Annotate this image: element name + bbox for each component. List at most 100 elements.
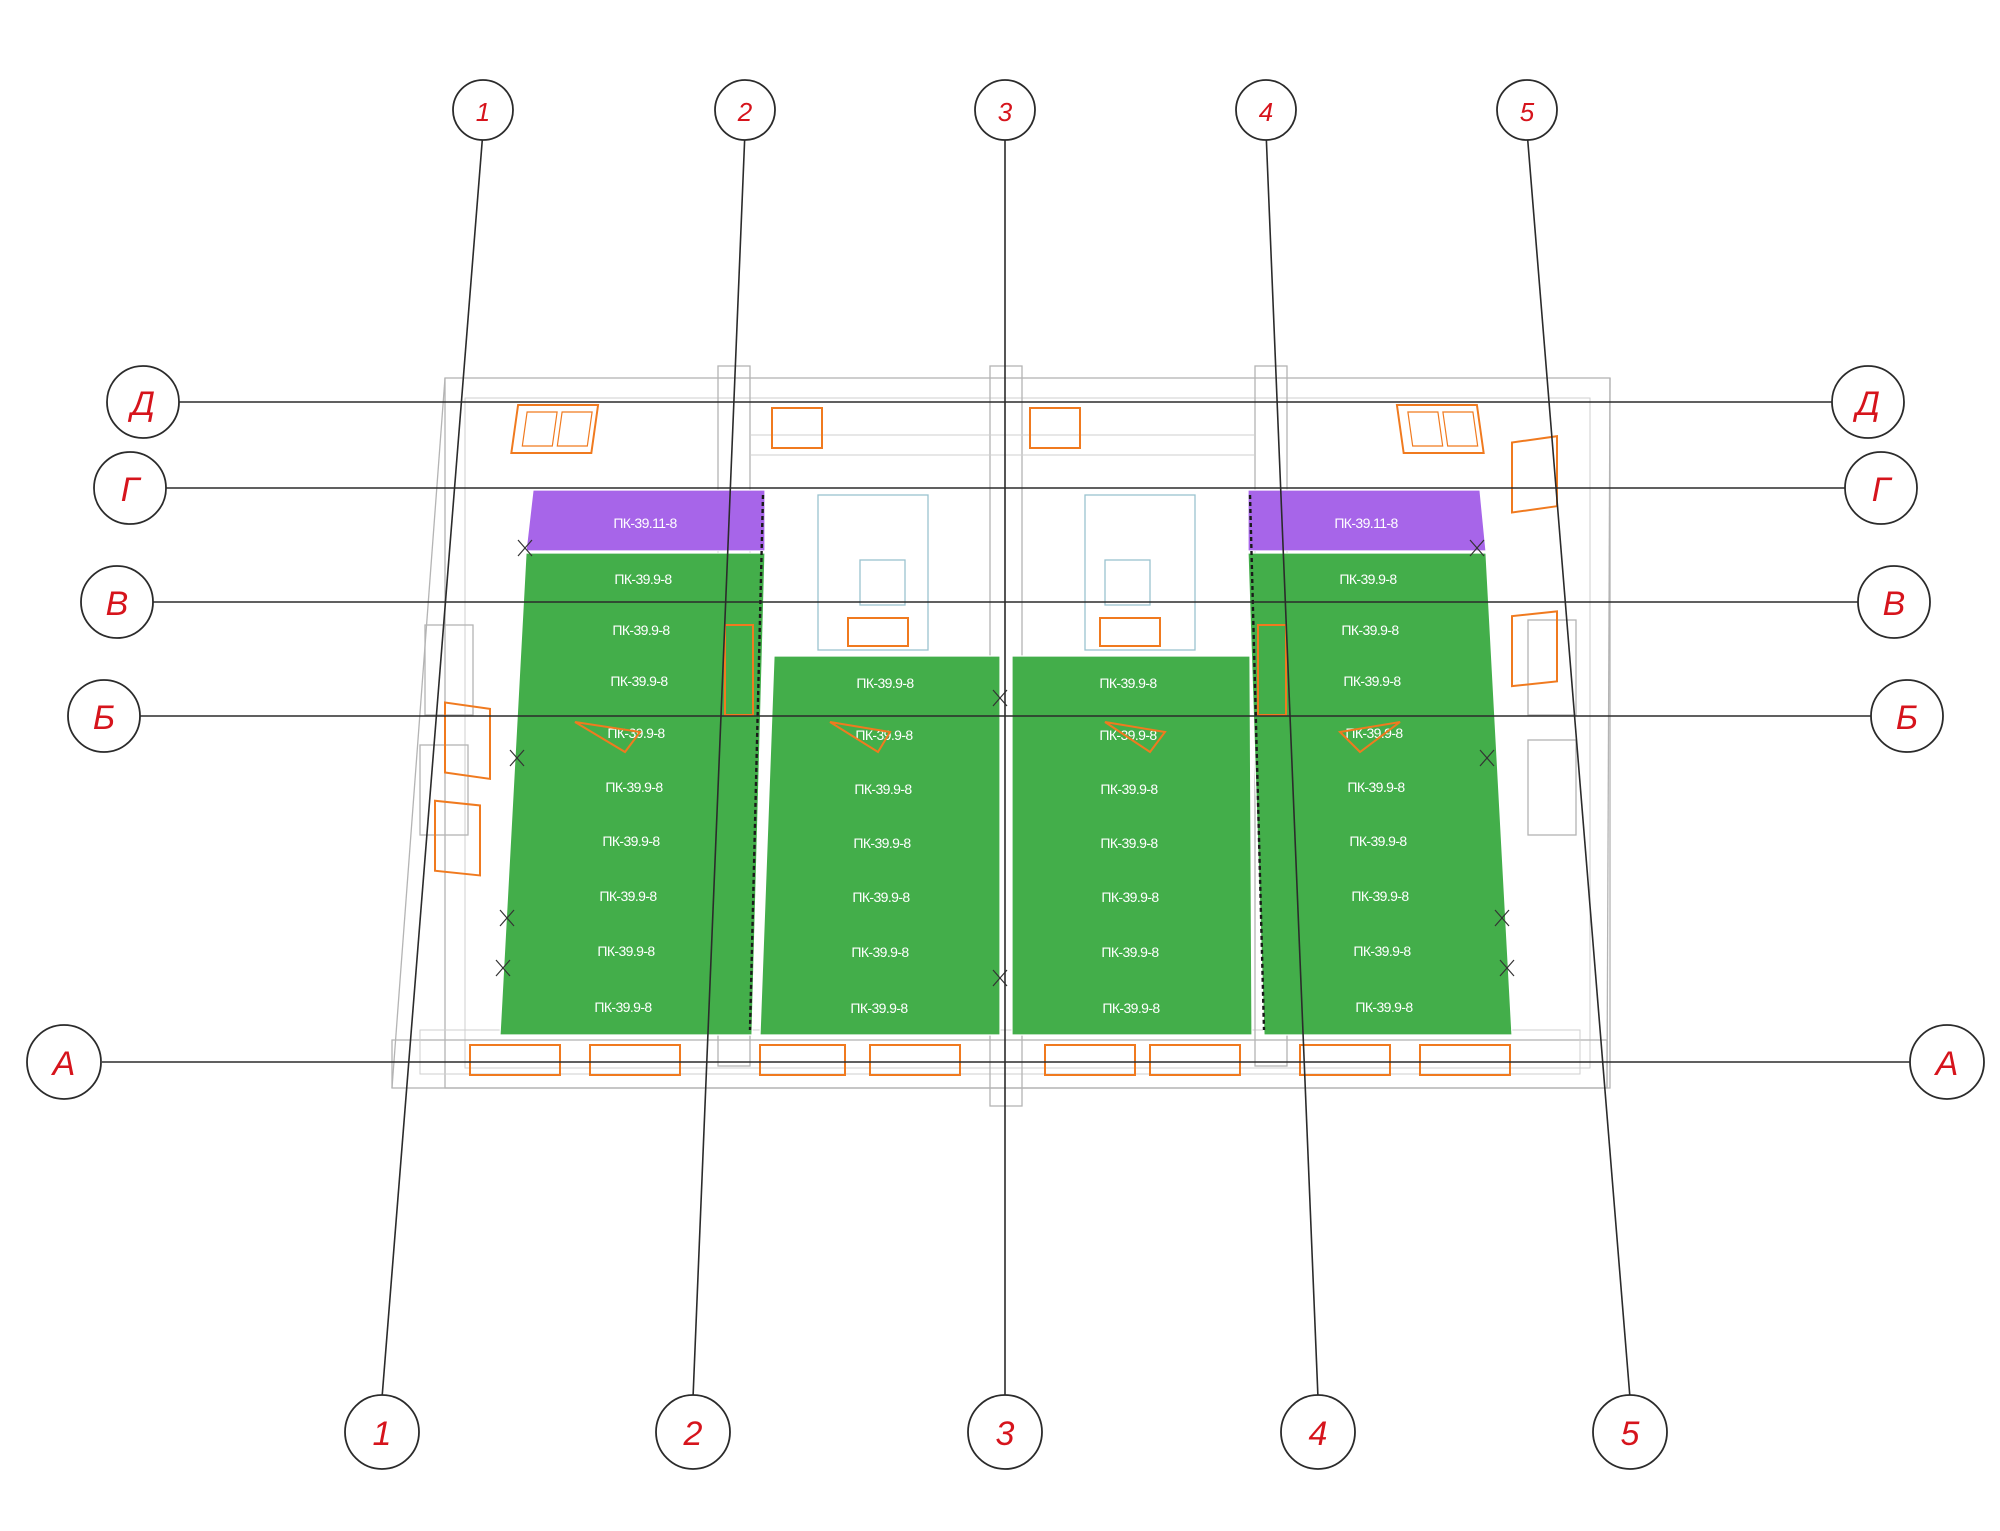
window-bottom-4 (869, 1044, 961, 1076)
slab-label: ПК-39.9-8 (1347, 779, 1405, 795)
slab-label: ПК-39.9-8 (610, 673, 668, 689)
axis-bubble-top-1: 1 (452, 79, 514, 141)
window-bottom-5 (1044, 1044, 1136, 1076)
axis-label: 1 (373, 1415, 392, 1453)
window-bottom-1 (469, 1044, 561, 1076)
axis-bubble-bottom-5: 5 (1592, 1394, 1668, 1470)
slab-green-field-3 (1011, 655, 1253, 1036)
window-top-left (510, 404, 600, 454)
axis-label: В (1883, 585, 1906, 623)
axis-label: 1 (476, 97, 490, 127)
window-left-1 (444, 701, 491, 781)
slab-label: ПК-39.9-8 (614, 571, 672, 587)
slab-green-field-2 (759, 655, 1001, 1036)
slab-label: ПК-39.9-8 (850, 1000, 908, 1016)
axis-label: 2 (683, 1415, 703, 1453)
axis-label: Г (1872, 471, 1893, 509)
window-top-3 (1029, 407, 1081, 449)
slab-label: ПК-39.9-8 (852, 889, 910, 905)
axis-bubble-top-2: 2 (714, 79, 776, 141)
slab-label: ПК-39.9-8 (594, 999, 652, 1015)
slab-green-field-1 (499, 552, 766, 1036)
slab-label: ПК-39.9-8 (1101, 889, 1159, 905)
axis-label: 3 (996, 1415, 1015, 1453)
window-left-2 (434, 799, 481, 877)
axis-bubble-left-B: Б (67, 679, 141, 753)
axis-label: 5 (1621, 1415, 1640, 1453)
grid-axis-lines (102, 130, 1910, 1399)
slab-label: ПК-39.11-8 (613, 515, 677, 531)
window-bottom-7 (1299, 1044, 1391, 1076)
slab-label: ПК-39.9-8 (612, 622, 670, 638)
window-top-right (1395, 404, 1485, 454)
slab-label: ПК-39.9-8 (602, 833, 660, 849)
axis-label: Б (1896, 699, 1918, 737)
axis-bubble-top-3: 3 (974, 79, 1036, 141)
slab-label: ПК-39.9-8 (1099, 727, 1157, 743)
axis-bubble-bottom-3: 3 (967, 1394, 1043, 1470)
axis-bubble-top-4: 4 (1235, 79, 1297, 141)
slab-label: ПК-39.9-8 (1102, 1000, 1160, 1016)
slab-label: ПК-39.9-8 (1341, 622, 1399, 638)
axis-label: Д (1852, 385, 1880, 423)
axis-label: 5 (1520, 97, 1535, 127)
window-bottom-3 (759, 1044, 846, 1076)
axis-label: А (1934, 1045, 1959, 1083)
axis-bubble-left-A: А (26, 1024, 102, 1100)
axis-bubble-bottom-1: 1 (344, 1394, 420, 1470)
axis-label: 3 (998, 97, 1013, 127)
slab-label: ПК-39.9-8 (1100, 781, 1158, 797)
window-bottom-2 (589, 1044, 681, 1076)
axis-bubble-bottom-4: 4 (1280, 1394, 1356, 1470)
slab-bay-2: ПК-39.9-8 ПК-39.9-8 ПК-39.9-8 ПК-39.9-8 … (759, 655, 1001, 1036)
slab-label: ПК-39.9-8 (1351, 888, 1409, 904)
axis-label: 2 (737, 97, 753, 127)
window-right-1 (1511, 435, 1558, 514)
slab-label: ПК-39.9-8 (1349, 833, 1407, 849)
slab-label: ПК-39.9-8 (853, 835, 911, 851)
slab-label: ПК-39.9-8 (1343, 673, 1401, 689)
slab-label: ПК-39.9-8 (1353, 943, 1411, 959)
axis-label: А (51, 1045, 76, 1083)
axis-label: 4 (1259, 97, 1273, 127)
support-marks (495, 494, 1515, 1031)
slab-label: ПК-39.11-8 (1334, 515, 1398, 531)
window-bottom-6 (1149, 1044, 1241, 1076)
axis-bubble-right-G: Г (1844, 451, 1918, 525)
slab-label: ПК-39.9-8 (1101, 944, 1159, 960)
axis-bubble-left-D: Д (106, 365, 180, 439)
slab-label: ПК-39.9-8 (1100, 835, 1158, 851)
axis-label: Б (93, 699, 115, 737)
slab-label: ПК-39.9-8 (855, 727, 913, 743)
slab-label: ПК-39.9-8 (851, 944, 909, 960)
slab-purple-top-1 (525, 489, 766, 552)
slab-label: ПК-39.9-8 (599, 888, 657, 904)
axis-label: В (106, 585, 129, 623)
axis-bubble-left-G: Г (93, 451, 167, 525)
slab-label: ПК-39.9-8 (1355, 999, 1413, 1015)
slab-purple-top-4 (1247, 489, 1487, 552)
window-top-2 (771, 407, 823, 449)
slab-green-field-4 (1247, 552, 1513, 1036)
slab-bay-3: ПК-39.9-8 ПК-39.9-8 ПК-39.9-8 ПК-39.9-8 … (1011, 655, 1253, 1036)
windows (434, 404, 1558, 1076)
axis-bubble-right-V: В (1857, 565, 1931, 639)
window-bottom-8 (1419, 1044, 1511, 1076)
slab-label: ПК-39.9-8 (1339, 571, 1397, 587)
slab-bay-1: ПК-39.11-8 ПК-39.9-8 ПК-39.9-8 ПК-39.9-8… (499, 489, 766, 1036)
axis-bubble-left-V: В (80, 565, 154, 639)
axis-label: Г (121, 471, 142, 509)
slab-label: ПК-39.9-8 (605, 779, 663, 795)
axis-bubble-right-B: Б (1870, 679, 1944, 753)
window-right-2 (1511, 610, 1558, 688)
slab-label: ПК-39.9-8 (854, 781, 912, 797)
axis-bubble-top-5: 5 (1496, 79, 1558, 141)
axis-bubble-right-D: Д (1831, 365, 1905, 439)
slab-label: ПК-39.9-8 (1345, 725, 1403, 741)
axis-label: 4 (1309, 1415, 1328, 1453)
slab-bay-4: ПК-39.11-8 ПК-39.9-8 ПК-39.9-8 ПК-39.9-8… (1247, 489, 1513, 1036)
slab-label: ПК-39.9-8 (1099, 675, 1157, 691)
axis-label: Д (127, 385, 155, 423)
axis-bubble-right-A: А (1909, 1024, 1985, 1100)
